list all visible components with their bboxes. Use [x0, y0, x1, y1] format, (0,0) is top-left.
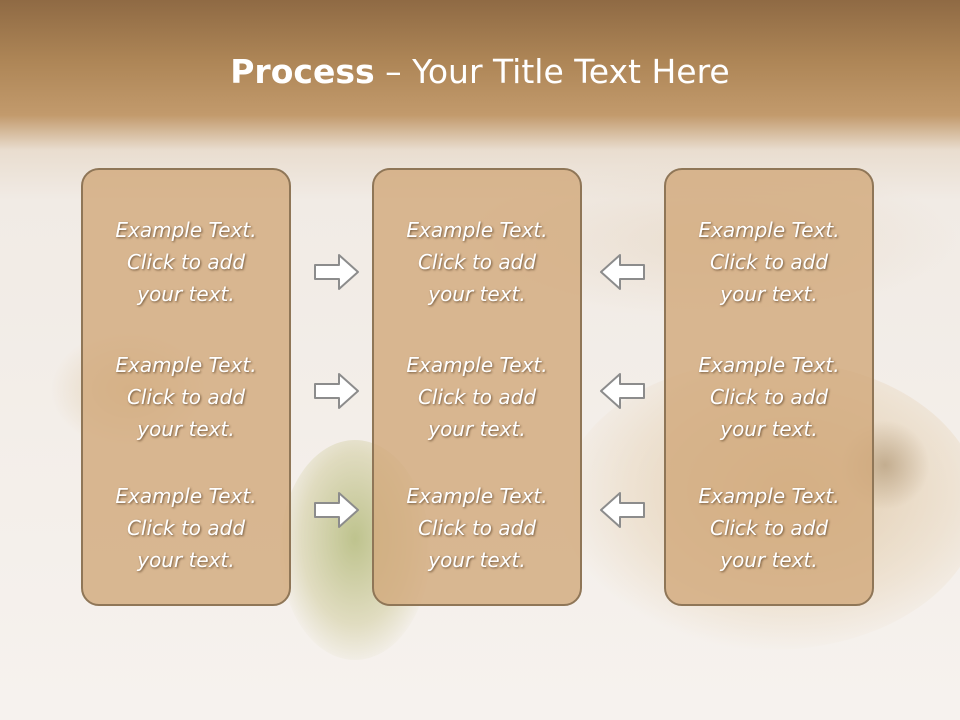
- arrow-left-icon: [600, 373, 645, 409]
- title-bold: Process: [230, 52, 375, 91]
- center-text-box[interactable]: Example Text. Click to add your text. Ex…: [372, 168, 582, 606]
- arrow-left-icon: [600, 254, 645, 290]
- title-rest: – Your Title Text Here: [374, 52, 730, 91]
- arrow-right-icon: [314, 492, 359, 528]
- right-text-box[interactable]: Example Text. Click to add your text. Ex…: [664, 168, 874, 606]
- center-text-3[interactable]: Example Text. Click to add your text.: [406, 484, 548, 572]
- arrow-right-icon: [314, 254, 359, 290]
- arrow-right-icon: [314, 373, 359, 409]
- left-text-2[interactable]: Example Text. Click to add your text.: [115, 353, 257, 441]
- left-text-1[interactable]: Example Text. Click to add your text.: [115, 218, 257, 306]
- slide-title[interactable]: Process – Your Title Text Here: [0, 52, 960, 91]
- left-text-box[interactable]: Example Text. Click to add your text. Ex…: [81, 168, 291, 606]
- center-text-2[interactable]: Example Text. Click to add your text.: [406, 353, 548, 441]
- center-text-1[interactable]: Example Text. Click to add your text.: [406, 218, 548, 306]
- right-text-3[interactable]: Example Text. Click to add your text.: [698, 484, 840, 572]
- right-text-1[interactable]: Example Text. Click to add your text.: [698, 218, 840, 306]
- left-text-3[interactable]: Example Text. Click to add your text.: [115, 484, 257, 572]
- right-text-2[interactable]: Example Text. Click to add your text.: [698, 353, 840, 441]
- arrow-left-icon: [600, 492, 645, 528]
